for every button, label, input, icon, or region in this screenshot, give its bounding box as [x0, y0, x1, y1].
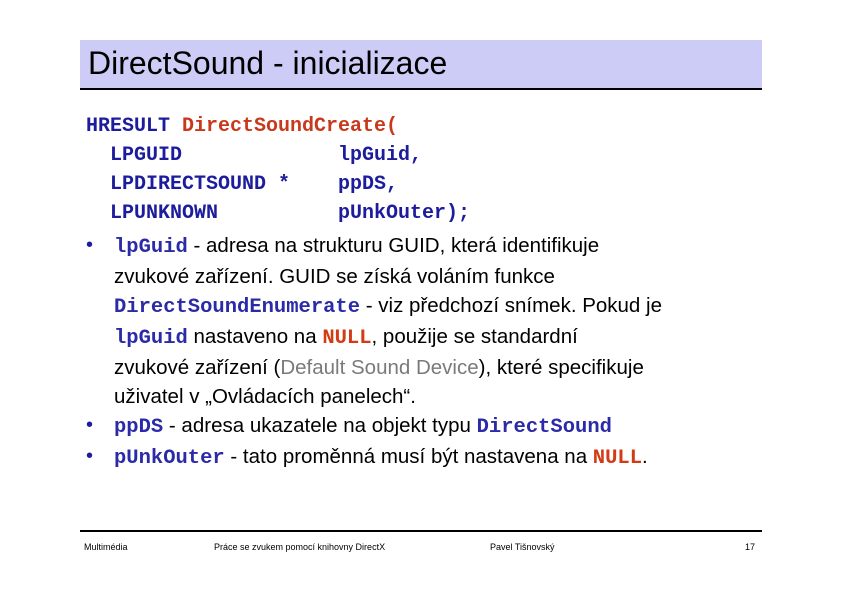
footer-course: Multimédia	[84, 542, 128, 552]
bullet-text: zvukové zařízení (	[114, 356, 281, 379]
code-term: pUnkOuter	[114, 447, 225, 470]
code-return-type: HRESULT	[86, 115, 183, 138]
bullet-line: zvukové zařízení. GUID se získá voláním …	[114, 262, 774, 291]
footer-divider	[80, 530, 762, 532]
bullet-line: lpGuid - adresa na strukturu GUID, která…	[114, 231, 774, 262]
bullet-text: ), které specifikuje	[478, 356, 644, 379]
bullet-punkouter: • pUnkOuter - tato proměnná musí být nas…	[84, 442, 774, 473]
code-param-unkouter: LPUNKNOWN pUnkOuter);	[86, 202, 471, 225]
bullet-text: - viz předchozí snímek. Pokud je	[360, 294, 662, 317]
bullet-text: .	[642, 445, 648, 468]
code-function-name: DirectSoundCreate(	[182, 115, 399, 138]
bullet-line: zvukové zařízení (Default Sound Device),…	[114, 353, 774, 382]
bullet-line: DirectSoundEnumerate - viz předchozí sní…	[114, 291, 774, 322]
footer-author: Pavel Tišnovský	[490, 542, 555, 552]
bullet-text: uživatel v „Ovládacích panelech“.	[114, 385, 416, 408]
code-param-ppds: LPDIRECTSOUND * ppDS,	[86, 173, 399, 196]
slide-title: DirectSound - inicializace	[88, 45, 448, 81]
code-term: DirectSoundEnumerate	[114, 296, 361, 319]
code-term: lpGuid	[114, 327, 188, 350]
bullet-line: lpGuid nastaveno na NULL, použije se sta…	[114, 322, 774, 353]
bullet-list: • lpGuid - adresa na strukturu GUID, kte…	[84, 231, 774, 473]
bullet-text: , použije se standardní	[371, 325, 578, 348]
code-term: lpGuid	[114, 236, 188, 259]
default-device-text: Default Sound Device	[280, 356, 479, 379]
null-keyword: NULL	[592, 447, 643, 470]
bullet-text: - tato proměnná musí být nastavena na	[224, 445, 593, 468]
null-keyword: NULL	[322, 327, 372, 350]
code-term: ppDS	[114, 416, 164, 439]
footer-topic: Práce se zvukem pomocí knihovny DirectX	[214, 542, 386, 552]
bullet-dot-icon: •	[86, 414, 94, 436]
bullet-dot-icon: •	[86, 445, 94, 467]
bullet-line: uživatel v „Ovládacích panelech“.	[114, 382, 774, 411]
code-block: HRESULT DirectSoundCreate( LPGUID lpGuid…	[86, 112, 470, 228]
bullet-line: ppDS - adresa ukazatele na objekt typu D…	[114, 411, 774, 442]
bullet-text: - adresa ukazatele na objekt typu	[163, 414, 477, 437]
bullet-text: - adresa na strukturu GUID, která identi…	[187, 234, 600, 257]
bullet-text: zvukové zařízení. GUID se získá voláním …	[114, 265, 555, 288]
code-term: DirectSound	[476, 416, 612, 439]
bullet-ppds: • ppDS - adresa ukazatele na objekt typu…	[84, 411, 774, 442]
bullet-lpguid: • lpGuid - adresa na strukturu GUID, kte…	[84, 231, 774, 411]
bullet-line: pUnkOuter - tato proměnná musí být nasta…	[114, 442, 774, 473]
footer-page-number: 17	[745, 542, 756, 552]
title-bar: DirectSound - inicializace	[80, 40, 762, 90]
code-param-guid: LPGUID lpGuid,	[86, 144, 423, 167]
bullet-dot-icon: •	[86, 234, 94, 256]
bullet-text: nastaveno na	[187, 325, 323, 348]
